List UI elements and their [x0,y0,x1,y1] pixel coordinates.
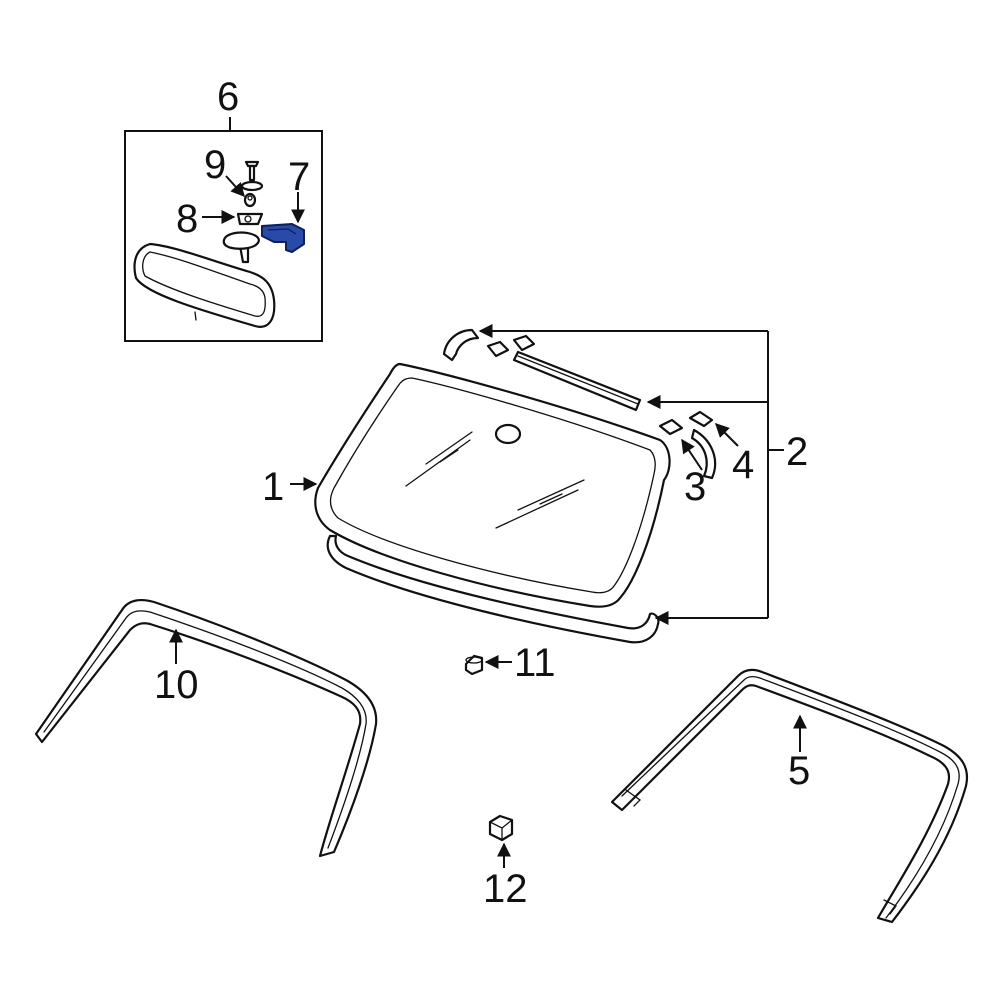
retainer-3[interactable] [690,428,717,480]
weatherstrip-10[interactable] [34,599,378,858]
upper-moulding-strip[interactable] [512,350,642,412]
mirror-inset: 9 8 7 [124,117,323,342]
mirror-mount[interactable] [222,231,260,264]
side-clip[interactable] [658,418,684,436]
callout-1: 1 [262,465,284,509]
callout-6: 6 [217,75,239,119]
callout-9: 9 [204,143,226,187]
stopper-12[interactable] [488,814,514,842]
callout-10: 10 [154,663,199,707]
clip-b[interactable] [512,334,536,352]
callout-5: 5 [788,749,810,793]
windshield-glass[interactable] [314,362,671,608]
callout-2-bracket [478,324,784,625]
washer[interactable] [243,192,257,208]
callout-8: 8 [176,197,198,241]
mirror-clip[interactable] [236,212,264,226]
callout-11: 11 [514,641,556,685]
clip-a[interactable] [486,340,510,358]
callout-7: 7 [288,155,310,199]
mirror-bracket-highlighted[interactable] [261,223,305,253]
callout-12: 12 [483,867,528,911]
callout-3: 3 [684,465,706,509]
spacer-11[interactable] [464,654,484,676]
callout-4: 4 [732,443,754,487]
callout-2: 2 [786,430,808,474]
corner-piece[interactable] [442,328,480,362]
weatherstrip-5[interactable] [610,668,969,924]
rear-view-mirror[interactable] [133,242,276,328]
clip-4[interactable] [688,410,714,428]
mount-screw[interactable] [240,160,264,192]
inset-frame [124,130,323,342]
